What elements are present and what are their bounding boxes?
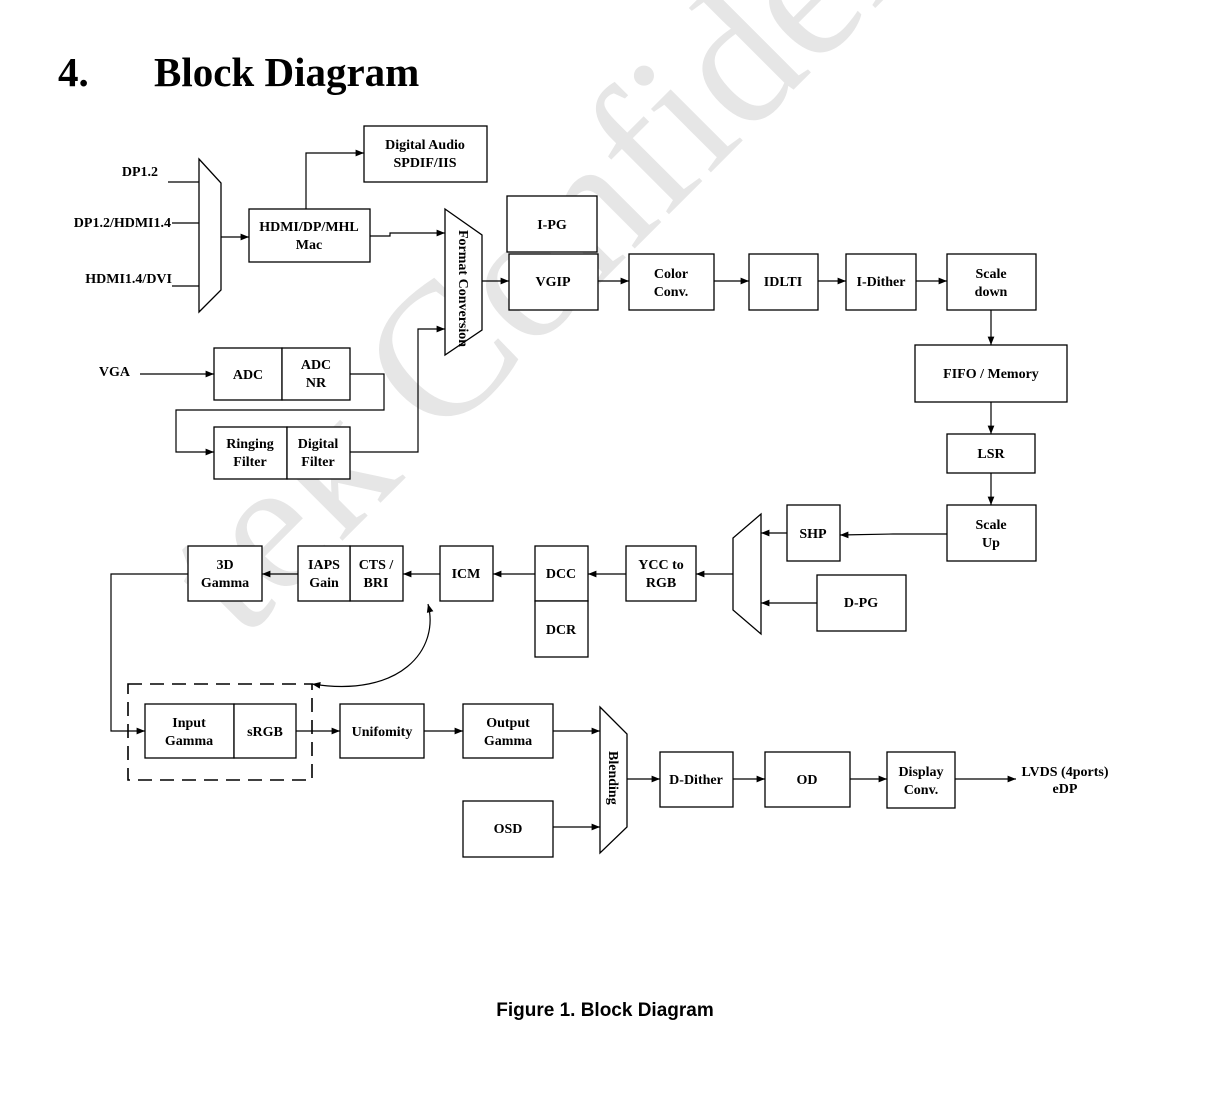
scale-down-label: Scale	[975, 267, 1006, 282]
ringing-filter-sublabel: Filter	[233, 455, 266, 470]
input-label-dp-hdmi: DP1.2/HDMI1.4	[74, 216, 171, 231]
input-gamma-sublabel: Gamma	[165, 734, 213, 749]
gamma-3d-sublabel: Gamma	[201, 576, 249, 591]
output-gamma-sublabel: Gamma	[484, 734, 532, 749]
scale-down-block: Scale down	[946, 253, 1037, 311]
connections	[110, 149, 1016, 831]
output-label-lvds: LVDS (4ports)	[1022, 765, 1109, 780]
idlti-block: IDLTI	[748, 253, 819, 311]
ringing-filter-label: Ringing	[226, 437, 273, 452]
color-conv-block: Color Conv.	[628, 253, 715, 311]
scale-up-sublabel: Up	[982, 536, 1000, 551]
hdmi-mac-label: HDMI/DP/MHL	[259, 220, 359, 235]
input-gamma-label: Input	[172, 716, 206, 731]
adc-block: ADC	[213, 347, 283, 401]
digital-filter-label: Digital	[298, 437, 339, 452]
output-gamma-block: Output Gamma	[462, 703, 554, 759]
format-conversion-label: Format Conversion	[455, 230, 470, 347]
format-conversion-block: Format Conversion	[444, 207, 483, 357]
shp-label: SHP	[799, 527, 827, 542]
ycc-to-rgb-sublabel: RGB	[646, 576, 676, 591]
gamma-3d-label: 3D	[216, 558, 233, 573]
ycc-to-rgb-block: YCC to RGB	[625, 545, 697, 602]
pattern-mux	[732, 512, 762, 636]
input-label-dp12: DP1.2	[122, 165, 158, 180]
digital-filter-block: Digital Filter	[286, 426, 351, 480]
input-gamma-block: Input Gamma	[144, 703, 235, 759]
icm-label: ICM	[452, 567, 481, 582]
ringing-filter-block: Ringing Filter	[213, 426, 288, 480]
adc-nr-label: ADC	[301, 358, 331, 373]
cts-bri-block: CTS / BRI	[349, 545, 404, 602]
section-heading: 4. Block Diagram	[58, 48, 419, 96]
uniformity-block: Unifomity	[339, 703, 425, 759]
color-conv-sublabel: Conv.	[654, 285, 689, 300]
adc-label: ADC	[233, 368, 263, 383]
display-conv-label: Display	[898, 765, 943, 780]
adc-nr-sublabel: NR	[306, 376, 327, 391]
output-gamma-label: Output	[486, 716, 530, 731]
d-pg-label: D-PG	[844, 596, 878, 611]
iaps-gain-label: IAPS	[308, 558, 340, 573]
i-pg-block: I-PG	[506, 195, 598, 253]
dcr-block: DCR	[534, 600, 589, 658]
cts-bri-sublabel: BRI	[364, 576, 389, 591]
ycc-to-rgb-label: YCC to	[638, 558, 684, 573]
input-label-hdmi-dvi: HDMI1.4/DVI	[85, 272, 172, 287]
input-mux	[198, 157, 222, 314]
digital-audio-block: Digital Audio SPDIF/IIS	[363, 125, 488, 183]
scale-down-sublabel: down	[975, 285, 1008, 300]
uniformity-label: Unifomity	[352, 725, 413, 740]
adc-nr-block: ADC NR	[281, 347, 351, 401]
d-dither-label: D-Dither	[669, 773, 723, 788]
i-dither-label: I-Dither	[857, 275, 906, 290]
shp-block: SHP	[786, 504, 841, 562]
iaps-gain-block: IAPS Gain	[297, 545, 351, 602]
blending-block: Blending	[599, 705, 628, 855]
i-pg-label: I-PG	[537, 218, 567, 233]
output-label-edp: eDP	[1053, 782, 1078, 797]
digital-audio-label: Digital Audio	[385, 138, 465, 153]
cts-bri-label: CTS /	[359, 558, 395, 573]
lsr-block: LSR	[946, 433, 1036, 474]
fifo-memory-label: FIFO / Memory	[943, 367, 1039, 382]
d-dither-block: D-Dither	[659, 751, 734, 808]
display-conv-block: Display Conv.	[886, 751, 956, 809]
display-conv-sublabel: Conv.	[904, 783, 939, 798]
dcc-block: DCC	[534, 545, 589, 602]
scale-up-block: Scale Up	[946, 504, 1037, 562]
gamma-3d-block: 3D Gamma	[187, 545, 263, 602]
osd-block: OSD	[462, 800, 554, 858]
color-conv-label: Color	[654, 267, 688, 282]
fifo-memory-block: FIFO / Memory	[914, 344, 1068, 403]
icm-block: ICM	[439, 545, 494, 602]
input-label-vga: VGA	[99, 365, 131, 380]
hdmi-mac-sublabel: Mac	[296, 238, 322, 253]
blending-label: Blending	[605, 751, 620, 805]
i-dither-block: I-Dither	[845, 253, 917, 311]
osd-label: OSD	[494, 822, 523, 837]
vgip-block: VGIP	[508, 253, 599, 311]
digital-filter-sublabel: Filter	[301, 455, 334, 470]
dcr-label: DCR	[546, 623, 577, 638]
od-label: OD	[797, 773, 818, 788]
scale-up-label: Scale	[975, 518, 1006, 533]
vgip-label: VGIP	[536, 275, 571, 290]
gamma-group-dashed-frame	[127, 683, 313, 781]
lsr-label: LSR	[977, 447, 1005, 462]
od-block: OD	[764, 751, 851, 808]
section-number: 4.	[58, 49, 89, 95]
srgb-block: sRGB	[233, 703, 297, 759]
figure-caption: Figure 1. Block Diagram	[496, 1000, 714, 1021]
idlti-label: IDLTI	[764, 275, 802, 290]
d-pg-block: D-PG	[816, 574, 907, 632]
digital-audio-sublabel: SPDIF/IIS	[393, 156, 456, 171]
iaps-gain-sublabel: Gain	[309, 576, 339, 591]
srgb-label: sRGB	[247, 725, 283, 740]
section-title: Block Diagram	[154, 49, 420, 95]
dcc-label: DCC	[546, 567, 576, 582]
hdmi-dp-mhl-mac-block: HDMI/DP/MHL Mac	[248, 208, 371, 263]
